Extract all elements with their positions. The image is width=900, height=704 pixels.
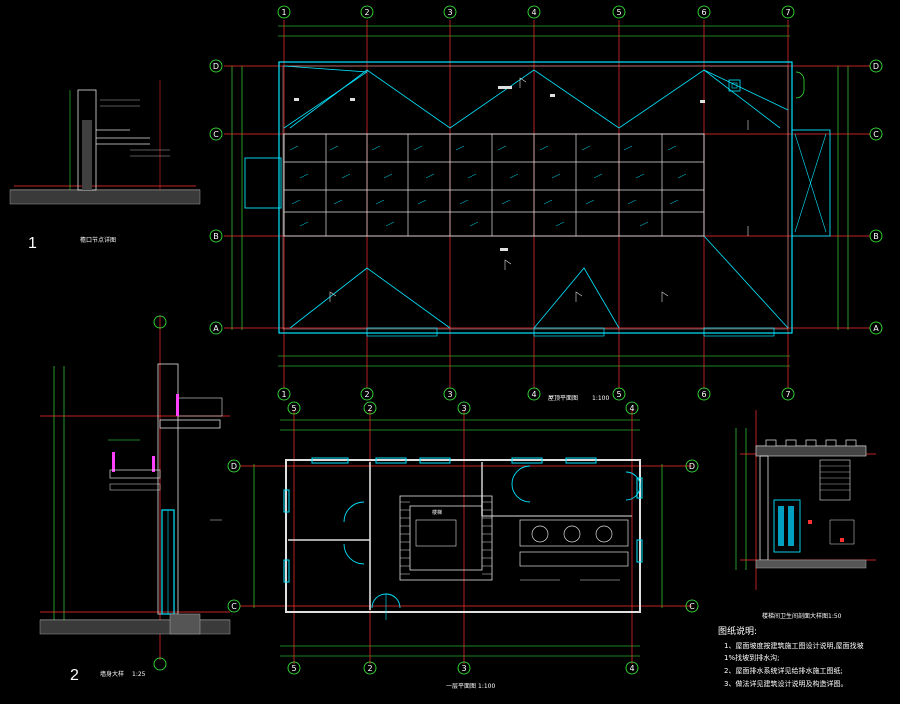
floor-plan-title: 一层平面图 [446,683,476,690]
detail-1: 1 檐口节点详图 [9,80,201,252]
axis-label: 6 [701,8,706,17]
axis-label: 3 [461,404,466,413]
axis-label: 2 [367,404,372,413]
axis-label: 7 [785,390,790,399]
axis-label: 5 [616,390,621,399]
section-title: 楼梯间卫生间剖面大样图 [762,612,828,620]
axis-label: A [873,324,879,333]
axis-label: 4 [531,8,536,17]
axis-label: 4 [629,664,634,673]
axis-label: A [213,324,219,333]
notes-line-2: 1%找坡到排水沟; [724,653,779,662]
roof-axis-bubbles-left: D C B A [209,59,223,335]
axis-label: D [213,62,219,71]
axis-label: 1 [281,8,286,17]
axis-label: C [689,602,695,611]
axis-label: 4 [629,404,634,413]
notes-line-3: 2、屋面排水系统详见给排水施工图纸; [724,666,843,675]
axis-label: 7 [785,8,790,17]
roof-plan-title: 屋顶平面图 [548,395,578,402]
axis-label: 3 [447,8,452,17]
axis-label: D [689,462,695,471]
axis-label: C [873,130,879,139]
roof-plan-scale: 1:100 [592,395,609,402]
notes-heading: 图纸说明: [718,625,757,637]
roof-axis-bubbles-right: D C B A [869,59,883,335]
section-detail: 楼梯间卫生间剖面大样图 1:50 [735,410,876,620]
axis-label: 3 [447,390,452,399]
axis-label: D [231,462,237,471]
axis-label: 3 [461,664,466,673]
axis-label: 6 [701,390,706,399]
roof-plan: 1 2 3 4 5 6 7 1 2 3 4 5 6 [209,5,883,402]
detail-2-scale: 1:25 [132,671,146,678]
floor-plan-scale: 1:100 [478,683,495,690]
axis-label: 5 [616,8,621,17]
detail-1-title: 檐口节点详图 [80,236,116,244]
axis-label: 5 [291,404,296,413]
design-notes: 图纸说明: 1、屋面坡度按建筑施工图设计说明,屋面找坡 1%找坡到排水沟; 2、… [718,625,864,688]
detail-2-title: 墙身大样 [100,670,124,678]
axis-label: 2 [367,664,372,673]
axis-label: C [213,130,219,139]
axis-label: 2 [364,8,369,17]
stair-label: 楼梯 [432,509,442,516]
detail-1-number: 1 [28,235,37,252]
axis-label: C [231,602,237,611]
floor-axis-bubbles: 5 2 3 4 5 2 3 4 D C D C [227,401,699,675]
axis-label: 2 [364,390,369,399]
axis-label: D [873,62,879,71]
detail-2: 2 墙身大样 1:25 [39,315,231,684]
roof-axis-bubbles-top: 1 2 3 4 5 6 7 [277,5,795,19]
axis-label: 4 [531,390,536,399]
axis-label: B [213,232,219,241]
detail-2-number: 2 [70,667,79,684]
floor-plan: 楼梯 5 2 3 4 5 [227,401,699,690]
section-scale: 1:50 [828,613,842,620]
axis-label: 5 [291,664,296,673]
axis-label: B [873,232,879,241]
axis-label: 1 [281,390,286,399]
notes-line-1: 1、屋面坡度按建筑施工图设计说明,屋面找坡 [724,641,864,650]
roof-axis-bubbles-bottom: 1 2 3 4 5 6 7 [277,387,795,401]
notes-line-4: 3、做法详见建筑设计说明及构造详图。 [724,679,847,688]
